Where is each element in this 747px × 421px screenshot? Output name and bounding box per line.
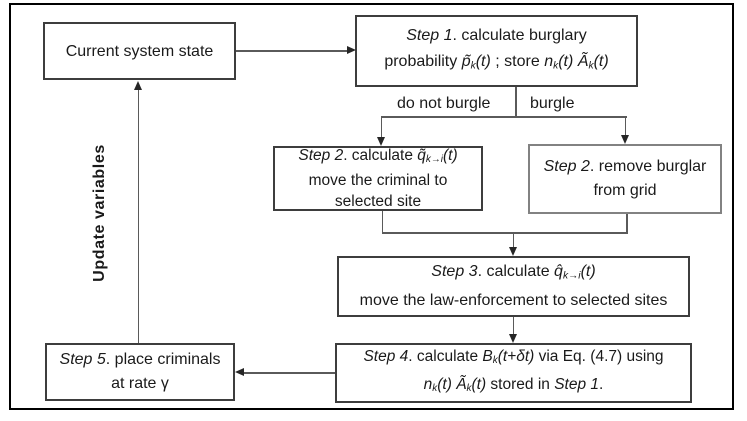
label-burgle: burgle xyxy=(530,95,575,112)
branch-horizontal-line xyxy=(380,116,627,118)
arrow-state-to-step1-head xyxy=(347,46,356,54)
label-update-variables: Update variables xyxy=(91,144,108,282)
merge-to-step3-line xyxy=(512,233,514,249)
branch-left-drop-line xyxy=(380,116,382,139)
branch-stem-line xyxy=(515,87,517,117)
arrow-state-to-step1-line xyxy=(236,50,348,52)
merge-left-line xyxy=(381,211,383,233)
arrow-step4-to-step5-head xyxy=(235,368,244,376)
branch-right-drop-line xyxy=(624,116,626,137)
arrow-step3-to-step4-head xyxy=(508,334,517,343)
node-step2-move-criminal: Step 2. calculate q̃k→i(t)move the crimi… xyxy=(273,146,483,211)
branch-left-drop-head xyxy=(376,137,385,146)
outer-border xyxy=(9,3,734,410)
node-current-system-state: Current system state xyxy=(43,22,236,80)
label-do-not-burgle: do not burgle xyxy=(397,95,491,112)
arrow-update-variables-head xyxy=(133,81,142,90)
arrow-step3-to-step4-line xyxy=(512,317,514,336)
merge-right-line xyxy=(626,214,628,233)
merge-to-step3-head xyxy=(508,247,517,256)
node-step3-move-law-enforcement: Step 3. calculate q̂k→i(t)move the law-e… xyxy=(337,256,690,317)
arrow-update-variables-line xyxy=(137,89,139,343)
node-step4-calculate-attractiveness: Step 4. calculate Bk(t+δt) via Eq. (4.7)… xyxy=(335,343,692,403)
branch-right-drop-head xyxy=(620,135,629,144)
arrow-step4-to-step5-line xyxy=(242,372,335,374)
merge-horizontal-line xyxy=(381,232,628,234)
